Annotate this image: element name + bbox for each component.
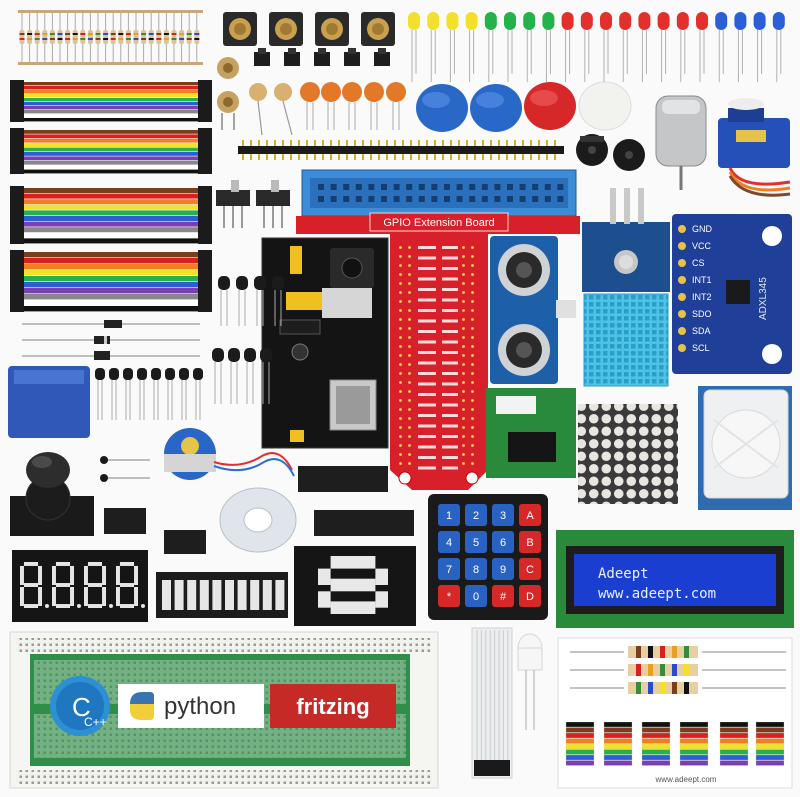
keypad-key [492,504,514,526]
keypad-key-label: 3 [500,510,506,522]
resistor-strip [18,10,203,65]
stepper-motor [164,428,295,480]
buzzer-group [576,134,645,171]
ic-chip-group [104,466,414,554]
cpp-logo-text: C++ [84,715,107,729]
keypad-key-label: A [526,510,534,522]
dc-motor [655,95,707,190]
keypad-key [465,504,487,526]
keypad-key [492,585,514,607]
gpio-extension-board: GPIO Extension Board [296,169,580,490]
joystick-module [10,452,94,536]
relay [8,366,90,438]
adxl-pin-label: GND [692,224,713,234]
python-logo: python [118,684,264,728]
guide-card-website: www.adeept.com [655,775,717,784]
led-matrix-8x8 [578,404,678,504]
white-led [517,633,543,730]
keypad-key-label: B [526,537,533,549]
keypad-key [492,558,514,580]
ribbon-cable [471,627,513,779]
keypad-key-label: 2 [473,510,479,522]
led-bar-graph [156,572,288,618]
adxl-pin-label: SDO [692,309,712,319]
membrane-keypad: 1 2 3 A 4 5 6 B 7 8 9 C * 0 # D [428,494,548,620]
lcd-line-1: Adeept [598,566,649,582]
keypad-key-label: 7 [446,564,452,576]
led-group [408,12,785,82]
pir-motion-sensor [698,386,792,510]
power-supply-module [261,237,389,449]
adxl-pin-label: INT2 [692,292,712,302]
resistor-row-1 [18,10,203,65]
keypad-key [465,585,487,607]
keypad-key-label: 4 [446,537,452,549]
button-cap-group [416,81,632,132]
keypad-key-label: # [500,591,507,603]
single-digit-display [294,546,416,626]
keypad-key [438,531,460,553]
diode-group [22,320,200,360]
adxl-pin-label: CS [692,258,705,268]
keypad-key [465,558,487,580]
keypad-key-label: 0 [473,591,479,603]
keypad-key [438,585,460,607]
adxl-pin-label: VCC [692,241,712,251]
keypad-key-label: 1 [446,510,452,522]
keypad-key-label: * [447,591,452,603]
pin-header-strip [238,140,564,160]
gpio-board-title: GPIO Extension Board [383,217,494,229]
ceramic-capacitor-group [300,82,406,130]
keypad-key-label: C [526,564,534,576]
keypad-key-label: D [526,591,534,603]
slide-switch-group [216,180,290,228]
ultrasonic-sensor [490,236,576,384]
adxl-pin-label: INT1 [692,275,712,285]
keypad-key-label: 5 [473,537,479,549]
fritzing-logo: fritzing [270,684,396,728]
keypad-key [519,558,541,580]
resistor-guide-card: www.adeept.com [557,637,793,789]
c-cpp-logo: C C++ [50,676,110,736]
keypad-key [438,558,460,580]
lcd-line-2: www.adeept.com [598,586,716,602]
four-digit-display [12,550,148,622]
transistor-group [95,276,284,420]
keypad-key-label: 9 [500,564,506,576]
python-logo-text: python [164,693,236,720]
keypad-key [438,504,460,526]
c-logo-text: C [72,692,91,722]
potentiometer-group [217,57,293,136]
keypad-key-label: 8 [473,564,479,576]
jumper-wire-bundles [10,80,212,312]
solder-wire-reel [219,487,297,553]
push-button-group [223,12,395,66]
keypad-key [465,531,487,553]
stepper-driver-board [486,388,576,478]
keypad-key [519,504,541,526]
keypad-key [519,585,541,607]
servo-motor [718,98,791,197]
lcd-1602-module: Adeept www.adeept.com [556,530,794,628]
fritzing-logo-text: fritzing [296,694,369,719]
keypad-key [519,531,541,553]
resistor-group [19,12,200,62]
adxl-pin-label: SDA [692,326,711,336]
keypad-key [492,531,514,553]
adxl-pin-label: SCL [692,343,710,353]
dht11-sensor-module [582,188,670,387]
ir-receiver-group [100,456,150,482]
keypad-key-label: 6 [500,537,506,549]
adxl-chip-label: ADXL345 [758,277,769,320]
